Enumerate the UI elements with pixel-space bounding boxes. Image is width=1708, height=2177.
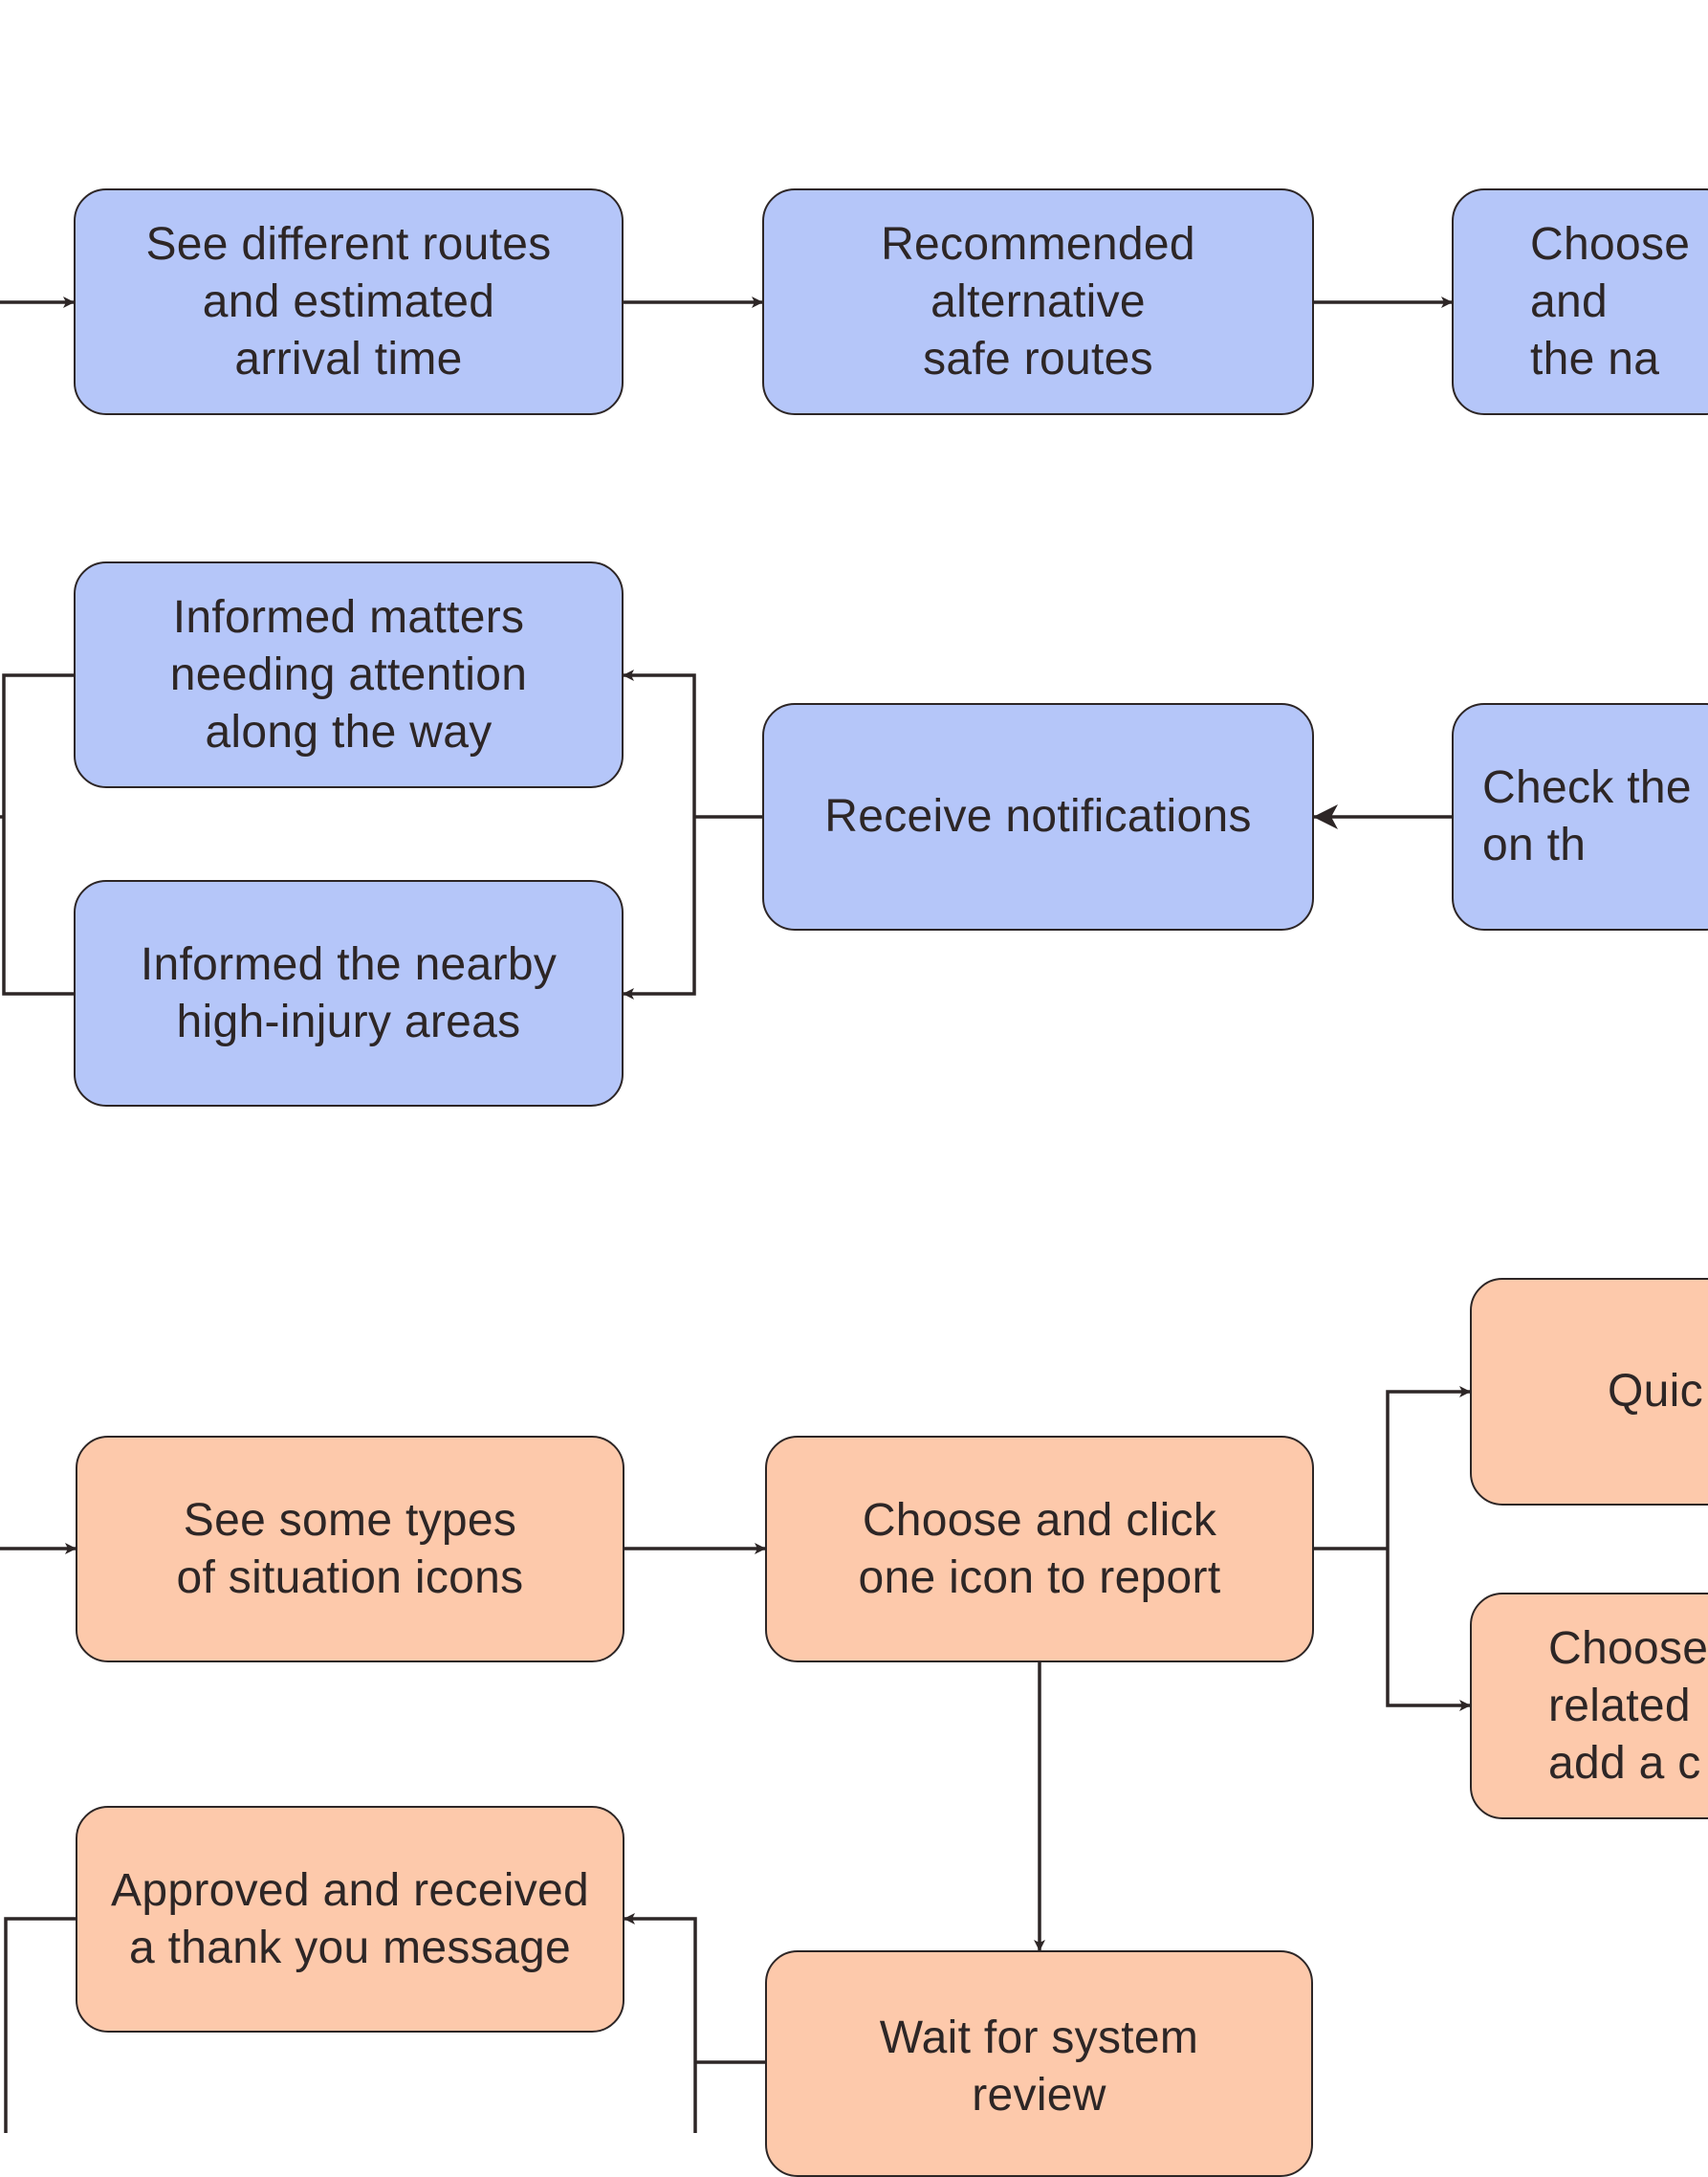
- left-bracket-row2: [2, 673, 74, 996]
- node-choose-and-click: Choose and click one icon to report: [765, 1436, 1314, 1662]
- arrow-to-informed-matters: [623, 670, 696, 817]
- arrow-to-choose-related: [1386, 1549, 1471, 1711]
- node-informed-matters: Informed matters needing attention along…: [74, 561, 624, 788]
- node-see-situation-icons: See some types of situation icons: [76, 1436, 624, 1662]
- node-informed-nearby: Informed the nearby high-injury areas: [74, 880, 624, 1107]
- arrow-to-quick: [1386, 1386, 1471, 1549]
- arrow-to-approved: [624, 1913, 697, 2133]
- node-receive-notifications: Receive notifications: [762, 703, 1314, 931]
- connector-lines: [0, 297, 1471, 2133]
- node-choose-navigation: Choose and the na: [1452, 188, 1708, 415]
- node-approved-thank-you: Approved and received a thank you messag…: [76, 1806, 624, 2033]
- node-choose-related: Choose related add a c: [1470, 1593, 1708, 1819]
- node-wait-system-review: Wait for system review: [765, 1950, 1313, 2177]
- node-quick: Quic: [1470, 1278, 1708, 1506]
- node-recommended-safe-routes: Recommended alternative safe routes: [762, 188, 1314, 415]
- left-bracket-row4: [4, 1917, 76, 2133]
- arrow-to-informed-nearby: [623, 817, 696, 1000]
- node-check-the: Check the on th: [1452, 703, 1708, 931]
- node-see-different-routes: See different routes and estimated arriv…: [74, 188, 624, 415]
- flow-diagram: See different routes and estimated arriv…: [0, 188, 1708, 2177]
